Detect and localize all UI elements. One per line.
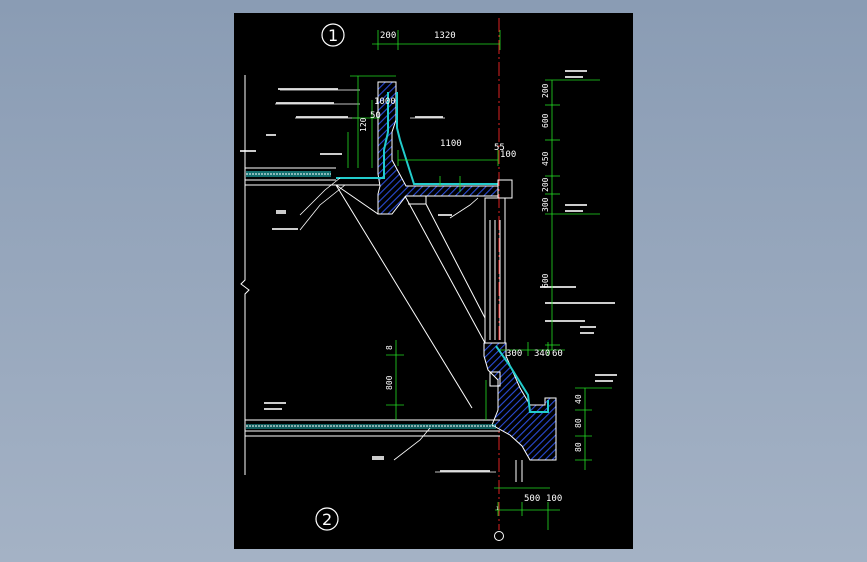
dim-bottom-500: 500 xyxy=(524,494,540,504)
section-mark-2: 2 xyxy=(315,507,339,531)
upper-gutter-structure xyxy=(335,81,513,215)
dim-lower-800: 800 xyxy=(385,375,394,390)
sloped-beam xyxy=(335,184,486,409)
dim-right-200a: 200 xyxy=(541,83,550,98)
dim-right-600a: 600 xyxy=(541,113,550,128)
axis-label-text: 1 xyxy=(496,506,499,512)
dim-rl-80b: 80 xyxy=(574,442,583,452)
dim-upper-50: 50 xyxy=(370,111,381,121)
dim-upper-120: 120 xyxy=(359,117,368,132)
section-mark-1-label: 1 xyxy=(328,26,338,45)
dim-right-200b: 200 xyxy=(541,177,550,192)
dim-mid-100: 100 xyxy=(500,150,516,160)
dim-mid-1100: 1100 xyxy=(440,139,462,149)
dim-midb-300: 300 xyxy=(506,349,522,359)
left-wall xyxy=(240,75,250,475)
dimension-labels: 200 1320 1000 120 50 1100 55 100 8 800 2… xyxy=(359,31,583,512)
dim-midb-340: 340 xyxy=(534,349,550,359)
upper-roof-slab xyxy=(245,167,380,186)
lower-floor-slab xyxy=(245,419,500,437)
section-mark-1: 1 xyxy=(321,23,345,47)
dim-top-200: 200 xyxy=(380,31,396,41)
window-frame xyxy=(484,197,506,344)
section-mark-2-label: 2 xyxy=(322,510,332,529)
dim-upper-1000: 1000 xyxy=(374,97,396,107)
dim-top-1320: 1320 xyxy=(434,31,456,41)
dim-rl-40: 40 xyxy=(574,394,583,404)
dim-lower-8: 8 xyxy=(385,345,394,350)
dim-right-600b: 600 xyxy=(541,273,550,288)
lower-gutter-structure xyxy=(483,342,557,482)
dim-right-300: 300 xyxy=(541,197,550,212)
dim-midb-60: 60 xyxy=(552,349,563,359)
axis-bubble xyxy=(494,531,504,541)
dim-rl-80a: 80 xyxy=(574,418,583,428)
dim-right-450: 450 xyxy=(541,151,550,166)
dim-bottom-100: 100 xyxy=(546,494,562,504)
annotation-notes xyxy=(240,70,617,472)
dim-mid-55: 55 xyxy=(494,143,505,153)
dimension-lines xyxy=(347,30,612,530)
